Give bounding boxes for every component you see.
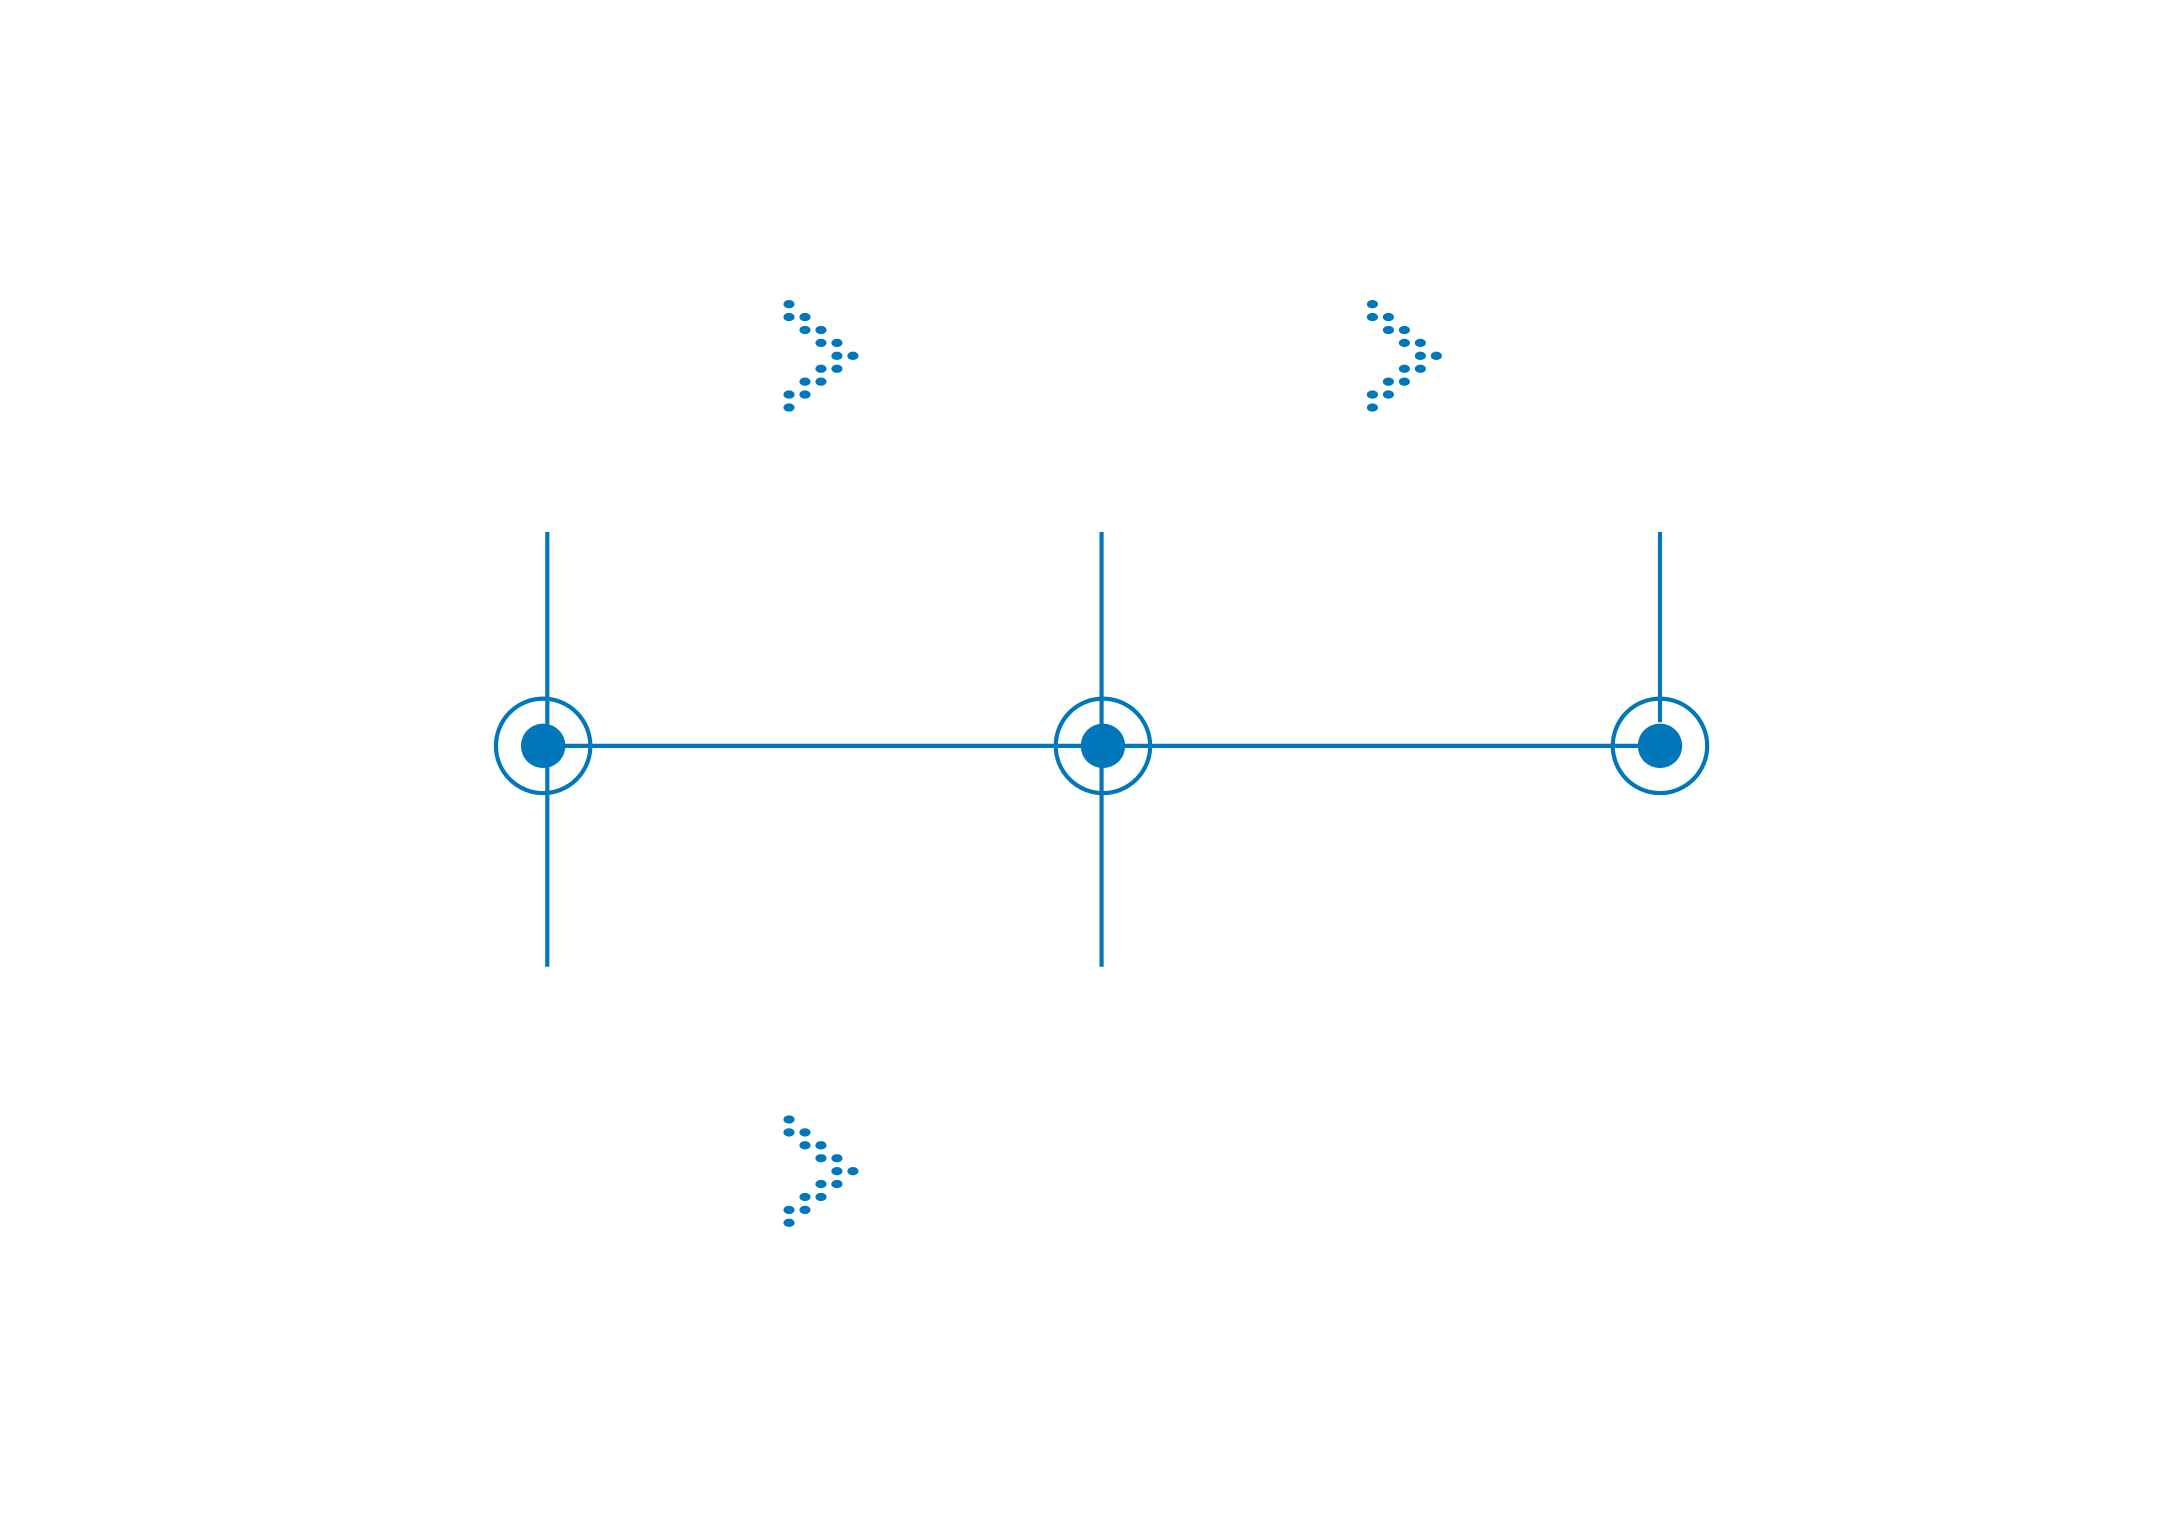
arrow-dot: [1366, 403, 1378, 412]
target-node-icon: [1610, 696, 1710, 796]
arrow-dot: [815, 377, 827, 386]
target-node-icon: [1053, 696, 1153, 796]
arrow-dot: [783, 312, 795, 322]
arrow-dot: [783, 390, 795, 399]
arrow-dot: [799, 1128, 811, 1137]
arrow-dot: [1398, 325, 1410, 335]
arrow-dot: [799, 312, 811, 322]
arrow-dot: [799, 325, 811, 335]
arrow-dot: [815, 1179, 827, 1189]
arrow-dot: [815, 338, 827, 348]
arrow-dot: [1414, 364, 1426, 373]
dotted-chevron-right-icon: [783, 1115, 859, 1227]
arrow-dot: [799, 390, 811, 399]
arrow-dot: [815, 1192, 827, 1202]
arrow-dot: [815, 1141, 827, 1150]
arrow-dot: [815, 1154, 827, 1163]
arrow-dot: [799, 377, 811, 386]
arrow-dot: [815, 364, 827, 373]
arrow-dot: [847, 351, 859, 361]
arrow-dot: [799, 1192, 811, 1202]
arrow-dot: [1366, 390, 1378, 399]
arrow-dot: [831, 1154, 843, 1163]
arrow-dot: [1366, 300, 1378, 309]
arrow-dot: [831, 1166, 843, 1176]
node-center-dot: [1080, 723, 1126, 769]
arrow-dot: [1398, 338, 1410, 348]
node-outer-ring: [493, 696, 593, 796]
arrow-dot: [1382, 390, 1394, 399]
arrow-dot: [1398, 364, 1410, 373]
arrow-dot: [1414, 351, 1426, 361]
arrow-dot: [1414, 338, 1426, 348]
dotted-chevron-right-icon: [783, 300, 859, 412]
target-node-icon: [493, 696, 593, 796]
arrow-dot: [831, 351, 843, 361]
node-center-dot: [1637, 723, 1683, 769]
node-outer-ring: [1610, 696, 1710, 796]
node-center-dot: [520, 723, 566, 769]
arrow-dot: [1430, 351, 1442, 361]
arrow-dot: [831, 364, 843, 373]
arrow-dot: [783, 300, 795, 309]
arrow-dot: [815, 325, 827, 335]
arrow-dot: [783, 403, 795, 412]
arrow-dot: [799, 1141, 811, 1150]
arrow-dot: [1382, 312, 1394, 322]
arrow-dot: [783, 1218, 795, 1227]
arrow-dot: [799, 1205, 811, 1215]
arrow-dot: [1366, 312, 1378, 322]
arrow-dot: [783, 1128, 795, 1137]
arrow-dot: [831, 1179, 843, 1189]
arrow-dot: [1382, 377, 1394, 386]
arrow-dot: [783, 1115, 795, 1124]
arrow-dot: [1398, 377, 1410, 386]
arrow-dot: [1382, 325, 1394, 335]
arrow-dot: [847, 1166, 859, 1176]
arrow-dot: [783, 1205, 795, 1215]
node-outer-ring: [1053, 696, 1153, 796]
arrow-dot: [831, 338, 843, 348]
dotted-chevron-right-icon: [1366, 300, 1442, 412]
